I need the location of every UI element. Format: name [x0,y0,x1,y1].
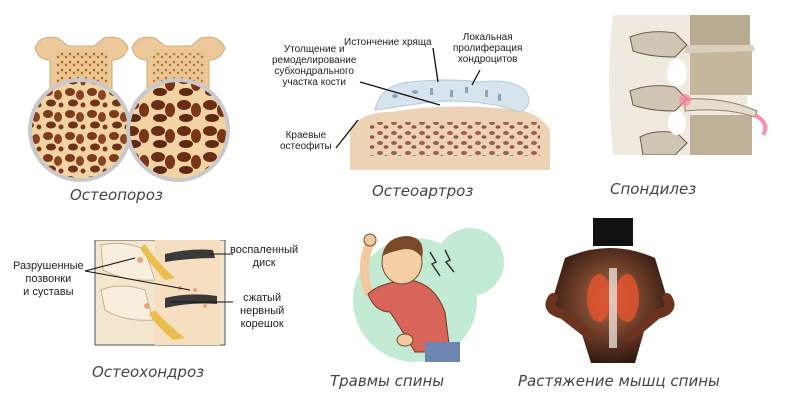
caption-osteoporosis: Остеопороз [70,186,163,204]
caption-spondylosis: Спондилез [610,180,697,198]
label-local-proliferation: Локальная пролиферация хондроцитов [453,32,523,65]
label-destroyed-vertebrae: Разрушенные позвонки и суставы [13,260,84,298]
osteoporosis-illustration [28,36,230,182]
label-compressed-nerve: сжатый нервный корешок [240,292,285,330]
panel-spondylosis [595,15,785,155]
panel-muscle-strain [535,218,685,363]
caption-muscle-strain: Растяжение мышц спины [518,372,720,390]
label-cartilage-thinning: Истончение хряща [344,37,432,48]
label-subchondral-remodeling: Утолщение и ремоделирование субхондральн… [272,44,357,88]
back-injuries-illustration [353,228,504,362]
caption-osteochondrosis: Остеохондроз [92,363,205,381]
label-inflamed-disc: воспаленный диск [230,244,299,269]
panel-osteoarthritis: Истончение хряща Локальная пролиферация … [250,30,560,170]
muscle-strain-illustration [545,218,675,363]
osteoarthritis-illustration [335,47,550,170]
panel-osteoporosis [20,20,230,210]
label-marginal-osteophytes: Краевые остеофиты [280,130,332,152]
panel-back-injuries [330,222,510,362]
caption-back-injuries: Травмы спины [330,372,445,390]
spondylosis-illustration [595,15,785,155]
panel-osteochondrosis: Разрушенные позвонки и суставы воспаленн… [5,240,315,350]
caption-osteoarthritis: Остеоартроз [372,182,474,200]
osteochondrosis-illustration [84,240,233,346]
